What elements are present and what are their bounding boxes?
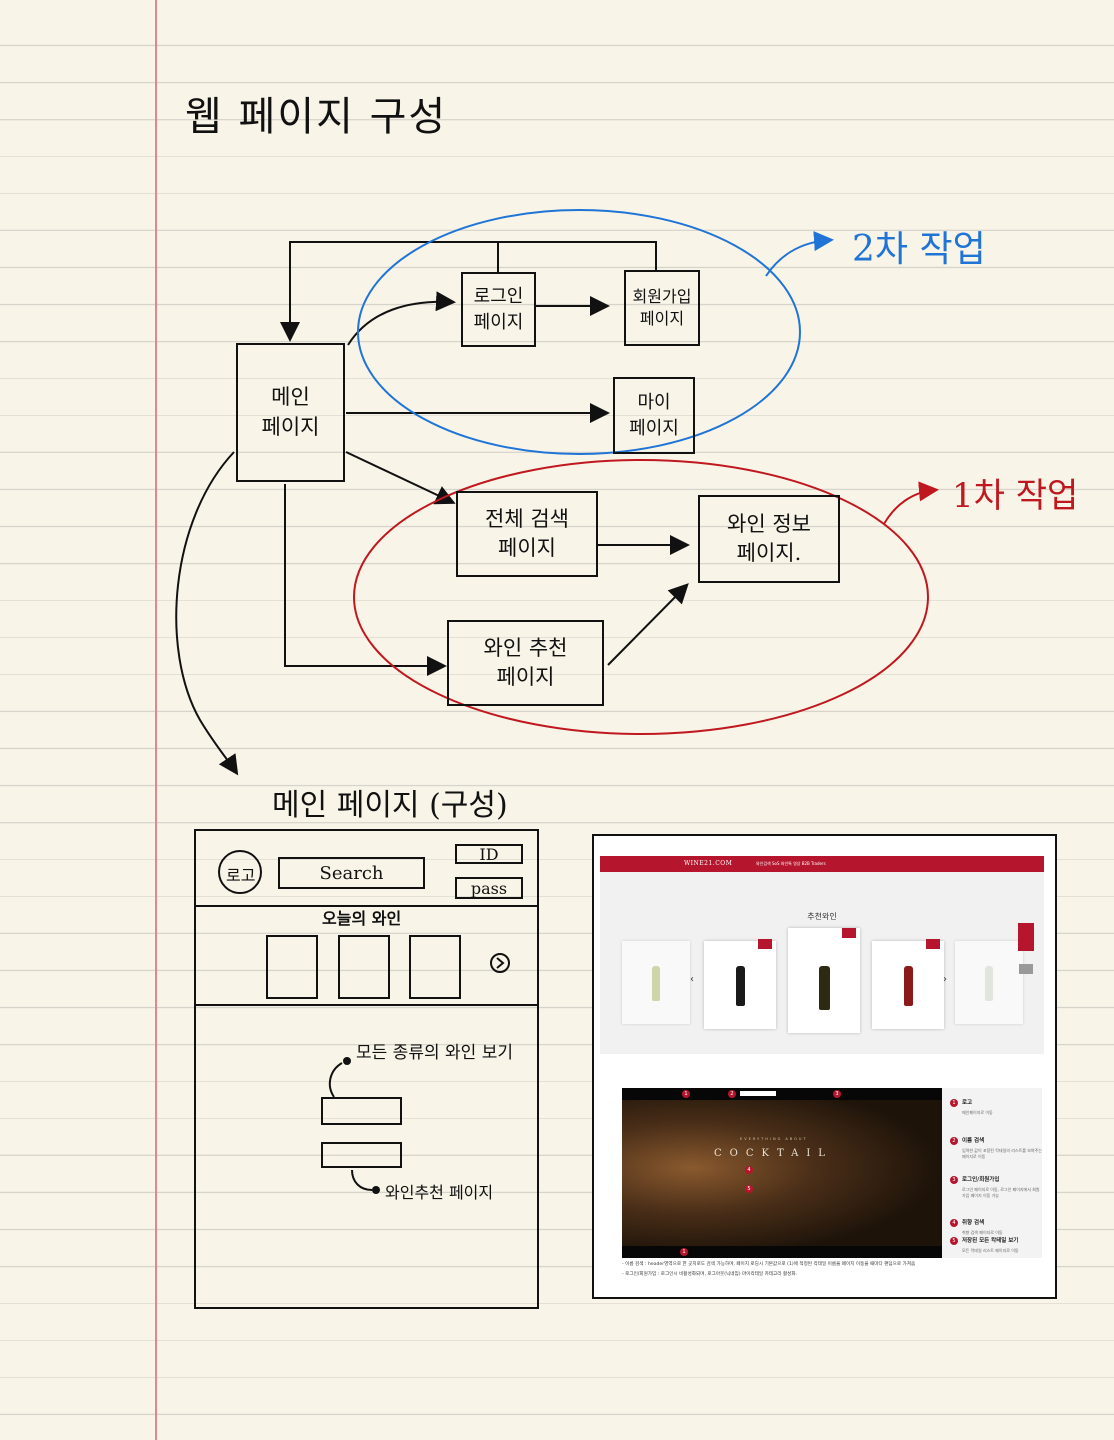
wine-card	[788, 928, 860, 1033]
phase2-label: 2차 작업	[852, 229, 986, 270]
cocktail-footer: 1	[622, 1246, 942, 1258]
wireframe-all-wines-button	[321, 1097, 402, 1125]
side-tab[interactable]	[1018, 923, 1034, 951]
hero-subtitle: EVERYTHING ABOUT	[740, 1137, 808, 1141]
site-nav: 와인검색 SoS 와인톡 영상 B2B Traders	[756, 861, 826, 866]
carousel-next-icon[interactable]: ›	[943, 974, 947, 985]
page-title: 웹 페이지 구성	[185, 94, 448, 140]
wine-card	[955, 941, 1023, 1024]
wireframe-title: 메인 페이지 (구성)	[272, 788, 508, 823]
wine-card	[872, 939, 944, 1029]
wine-card	[704, 939, 776, 1029]
cocktail-caption: - 이름 검색 : header영역으로 한 곳지로도 검색 가능하며, 페이지…	[622, 1262, 916, 1278]
wireframe-recommend-note: 와인추천 페이지	[385, 1183, 494, 1202]
wireframe-wine-card-3	[409, 935, 461, 999]
scroll-top-button[interactable]	[1019, 964, 1033, 974]
wireframe-logo: 로고	[226, 866, 256, 885]
cocktail-hero-image	[622, 1088, 942, 1258]
wireframe-all-wines-note: 모든 종류의 와인 보기	[356, 1043, 513, 1063]
reference-screenshots-panel: WINE21.COM 와인검색 SoS 와인톡 영상 B2B Traders 추…	[592, 834, 1057, 1299]
wireframe-frame	[194, 829, 539, 1309]
site-logo: WINE21.COM	[684, 860, 733, 867]
hero-title: COCKTAIL	[714, 1148, 833, 1159]
wireframe-id-box: ID	[455, 844, 523, 864]
cocktail-header: 1 2 3	[622, 1088, 942, 1100]
wine-card	[622, 941, 690, 1024]
wireframe-recommend-button	[321, 1142, 402, 1168]
cocktail-search-input[interactable]	[740, 1091, 776, 1096]
margin-line	[155, 0, 157, 1440]
phase1-label: 1차 작업	[952, 476, 1079, 516]
recommend-section-title: 추천와인	[807, 912, 837, 921]
carousel-prev-icon[interactable]: ‹	[690, 974, 694, 985]
wireframe-wine-card-1	[266, 935, 318, 999]
wireframe-pass-box: pass	[455, 877, 523, 899]
wireframe-divider-mid	[194, 1004, 539, 1006]
wireframe-today-wine: 오늘의 와인	[322, 909, 402, 928]
wireframe-divider-top	[194, 905, 539, 907]
wireframe-search-box: Search	[278, 857, 425, 889]
wireframe-wine-card-2	[338, 935, 390, 999]
site-header: WINE21.COM 와인검색 SoS 와인톡 영상 B2B Traders	[600, 856, 1044, 872]
wine21-screenshot: WINE21.COM 와인검색 SoS 와인톡 영상 B2B Traders 추…	[600, 856, 1044, 1054]
